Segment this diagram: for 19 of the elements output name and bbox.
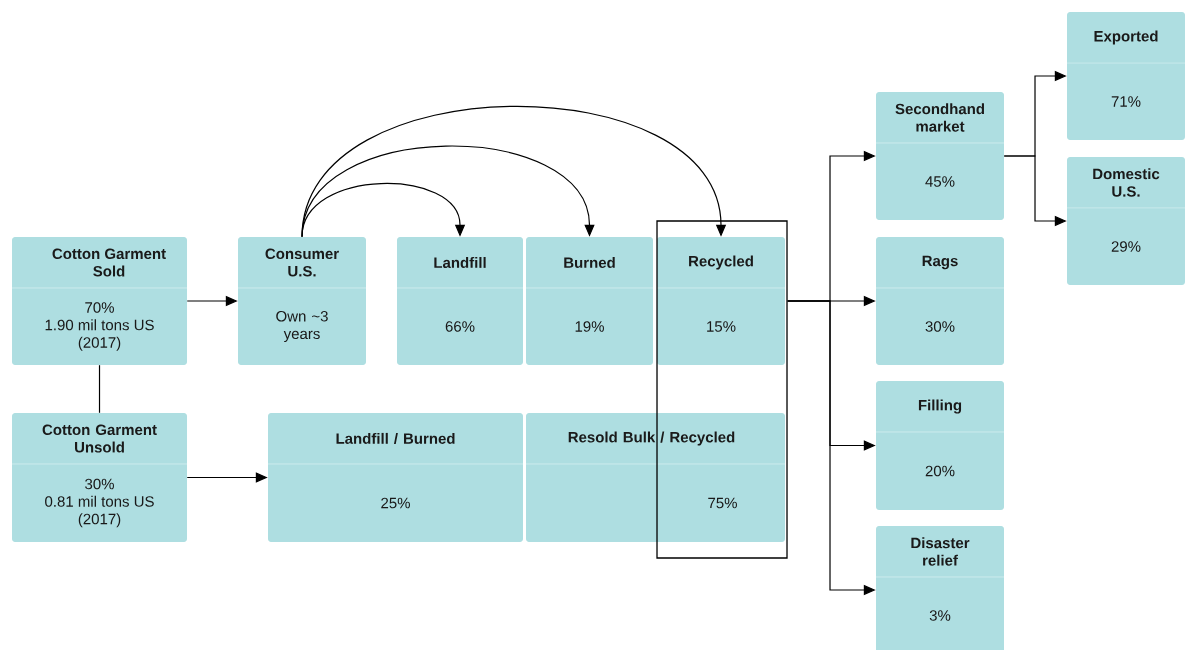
process-box: Consumer U.S. Own ~3 years [237, 237, 367, 365]
process-box: Landfill 66% [396, 237, 524, 365]
process-box: Recycled 15% [656, 237, 786, 365]
process-box: Secondhand market 45% [875, 92, 1005, 220]
process-box: Exported 71% [1066, 12, 1185, 140]
process-box: Resold Bulk / Recycled 75% [525, 413, 786, 542]
process-box: Filling 20% [875, 381, 1005, 510]
process-box: Disaster relief 3% [875, 526, 1005, 650]
arrow [301, 183, 466, 238]
process-box: Domestic U.S. 29% [1066, 157, 1185, 285]
arrow [301, 145, 595, 238]
process-box: Cotton Garment Unsold 30% 0.81 mil tons US (2017) [11, 413, 188, 542]
process-box: Landfill / Burned 25% [267, 413, 524, 542]
process-box: Burned 19% [525, 237, 654, 365]
process-box: Cotton Garment Sold 70% 1.90 mil tons US (2017) [11, 237, 188, 365]
highlight-frame [656, 220, 788, 559]
process-box: Rags 30% [875, 237, 1005, 365]
connector-line [98, 364, 101, 414]
arrow [301, 105, 727, 238]
